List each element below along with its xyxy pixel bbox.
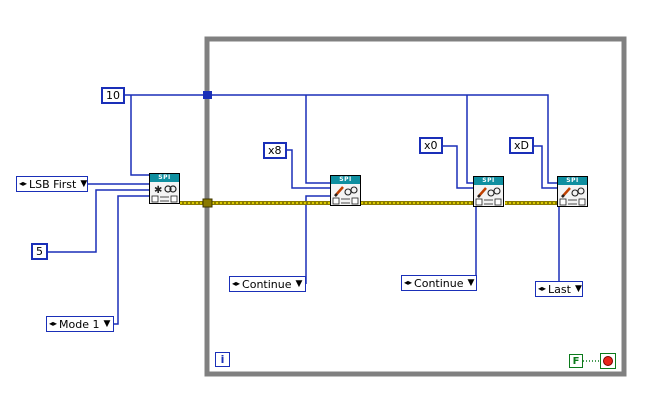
wire-xD <box>529 145 557 189</box>
dropdown-arrow-icon: ▼ <box>574 283 582 294</box>
pencil-write-icon <box>334 186 358 197</box>
stop-condition-terminal[interactable] <box>600 353 616 369</box>
iteration-terminal[interactable]: i <box>215 352 230 367</box>
configure-icon: ✱ <box>154 185 177 195</box>
tunnel-cluster <box>202 198 213 208</box>
wire-x8 <box>284 149 330 189</box>
spi-open-node[interactable]: SPI ✱ <box>149 173 180 204</box>
dropdown-arrow-icon: ▼ <box>295 278 303 289</box>
wire-10-main <box>121 94 557 184</box>
enum-increment-icon: ◂▸ <box>404 278 413 287</box>
dropdown-arrow-icon: ▼ <box>467 277 475 288</box>
spi-write-node-3[interactable]: SPI <box>557 176 588 207</box>
wire-x0 <box>440 145 473 189</box>
spi-header-label: SPI <box>558 177 587 185</box>
wire-10-to-write2 <box>466 95 473 184</box>
io-icon <box>475 198 502 206</box>
false-constant[interactable]: F <box>569 354 583 368</box>
spi-header-label: SPI <box>150 174 179 182</box>
bit-order-enum[interactable]: ◂▸ LSB First ▼ <box>16 176 88 192</box>
numeric-constant-10[interactable]: 10 <box>101 87 125 104</box>
wire-10-to-write1 <box>305 95 330 184</box>
pencil-write-icon <box>477 187 501 198</box>
wire-10-to-open <box>130 95 149 176</box>
io-icon <box>332 197 359 205</box>
hex-constant-x8[interactable]: x8 <box>263 142 287 159</box>
spi-header-label: SPI <box>474 177 503 185</box>
pencil-write-icon <box>561 187 585 198</box>
enum-increment-icon: ◂▸ <box>49 319 58 328</box>
spi-header-label: SPI <box>331 176 360 184</box>
enum-increment-icon: ◂▸ <box>232 279 241 288</box>
io-icon <box>151 195 178 203</box>
spi-write-node-1[interactable]: SPI <box>330 175 361 206</box>
continue-enum-2[interactable]: ◂▸ Continue ▼ <box>401 275 477 291</box>
spi-write-node-2[interactable]: SPI <box>473 176 504 207</box>
numeric-constant-5[interactable]: 5 <box>31 243 48 260</box>
last-enum[interactable]: ◂▸ Last ▼ <box>535 281 583 297</box>
dropdown-arrow-icon: ▼ <box>103 318 111 329</box>
wire-continue1 <box>305 195 330 284</box>
enum-increment-icon: ◂▸ <box>19 179 28 188</box>
hex-constant-x0[interactable]: x0 <box>419 137 443 154</box>
wire-5 <box>45 189 149 253</box>
dropdown-arrow-icon: ▼ <box>80 178 88 189</box>
tunnel-top <box>203 91 212 99</box>
mode-enum[interactable]: ◂▸ Mode 1 ▼ <box>46 316 114 332</box>
stop-icon <box>603 356 613 366</box>
hex-constant-xD[interactable]: xD <box>509 137 534 154</box>
wire-mode <box>114 195 149 325</box>
continue-enum-1[interactable]: ◂▸ Continue ▼ <box>229 276 306 292</box>
enum-increment-icon: ◂▸ <box>538 284 547 293</box>
svg-text:✱: ✱ <box>154 185 162 195</box>
io-icon <box>559 198 586 206</box>
